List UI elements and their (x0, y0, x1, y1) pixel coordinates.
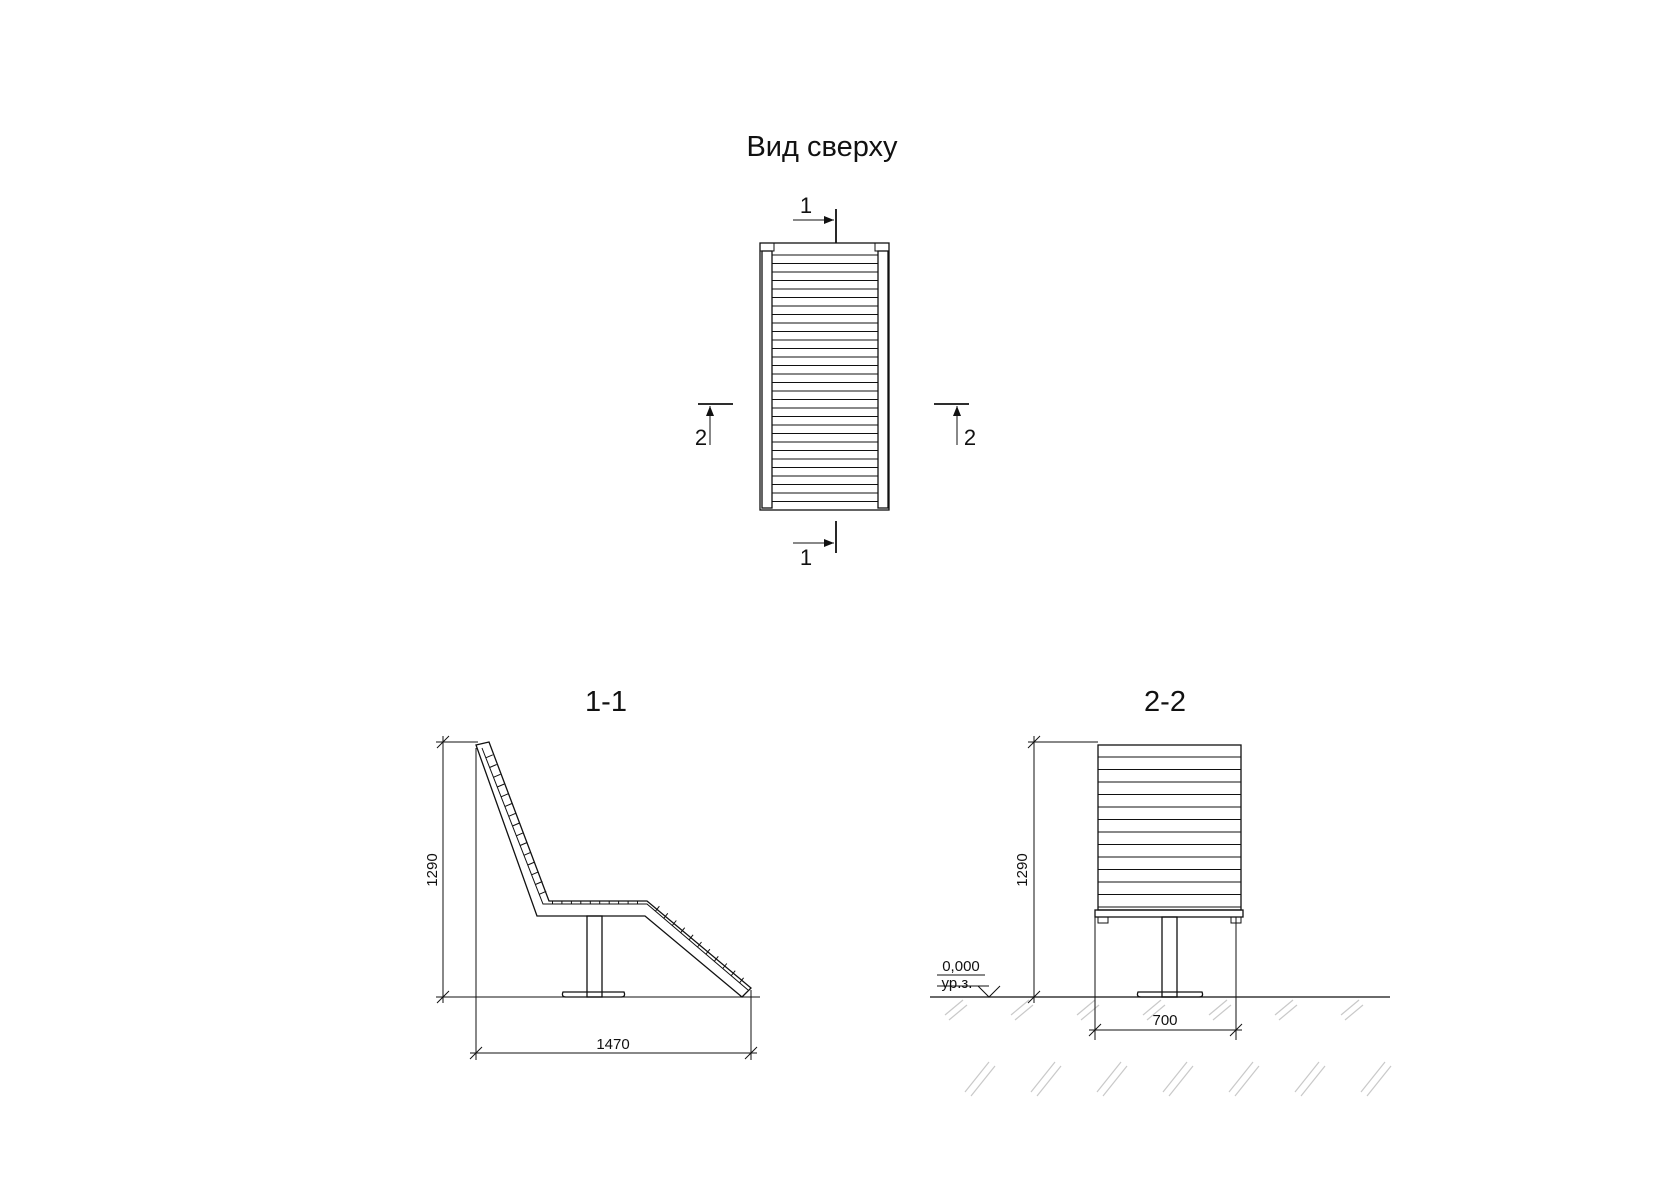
section-mark-1-bottom: 1 (793, 521, 837, 570)
section-mark-1-top: 1 (793, 193, 837, 243)
section-mark-2-left: 2 (695, 403, 733, 450)
slat-tick (535, 881, 543, 885)
hatch-line (1168, 1065, 1194, 1097)
section-mark-2-right-label: 2 (964, 425, 976, 450)
top-view-bench (759, 242, 890, 511)
front-view-slats (1098, 756, 1241, 908)
slat-tick (508, 812, 516, 817)
hatch-line (1076, 999, 1096, 1016)
slat-tick (523, 851, 532, 856)
slat-tick (680, 927, 686, 934)
slat-tick (489, 764, 497, 768)
hatch-line (1360, 1061, 1386, 1093)
ground-level-mark: 0,000 ур.з. (937, 958, 1001, 998)
lounger-profile-outer (475, 741, 752, 998)
slat-tick (730, 970, 736, 977)
ground-hatching (944, 999, 1392, 1097)
slat-tick (722, 963, 728, 969)
slat-tick (497, 783, 505, 788)
section-mark-1-bottom-label: 1 (800, 545, 812, 570)
ground (930, 996, 1392, 1097)
hatch-line (1080, 1004, 1100, 1021)
hatch-line (1030, 1061, 1056, 1093)
support-pillar (586, 915, 603, 998)
hatch-line (1146, 1004, 1166, 1021)
slat-tick (713, 955, 719, 962)
slat-tick (655, 905, 660, 912)
section-1-1-title: 1-1 (585, 686, 627, 718)
slat-tick (512, 822, 520, 827)
top-view-slats (772, 254, 878, 502)
hatch-line (1274, 999, 1294, 1016)
lounger-slats (485, 754, 744, 984)
dimension-height-1-1: 1290 (424, 735, 478, 1004)
hatch-line (1212, 1004, 1232, 1021)
slat-tick (516, 832, 524, 837)
dimension-length-1-1-value: 1470 (596, 1036, 629, 1053)
ground-level-label: ур.з. (942, 975, 973, 992)
slat-tick (485, 754, 493, 759)
hatch-line (1102, 1065, 1128, 1097)
slat-tick (688, 934, 694, 941)
ground-level-value: 0,000 (942, 958, 980, 975)
slat-tick (527, 861, 535, 866)
hatch-line (1366, 1065, 1392, 1097)
slat-tick (500, 793, 509, 798)
slat-tick (504, 803, 513, 807)
slat-tick (539, 890, 547, 895)
slat-tick (663, 912, 669, 919)
hatch-line (1294, 1061, 1320, 1093)
hatch-line (1340, 999, 1360, 1016)
slat-tick (531, 871, 539, 876)
section-2-2-title: 2-2 (1144, 686, 1186, 718)
hatch-line (1228, 1061, 1254, 1093)
hatch-line (1010, 999, 1030, 1016)
dimension-height-1-1-value: 1290 (424, 853, 441, 886)
hatch-line (964, 1061, 990, 1093)
slat-tick (493, 773, 501, 778)
hatch-line (944, 999, 964, 1016)
hatch-line (1162, 1061, 1188, 1093)
hatch-line (1014, 1004, 1034, 1021)
dimension-width-2-2: 700 (1088, 917, 1243, 1040)
dimension-height-2-2: 1290 (1014, 735, 1098, 1004)
hatch-line (1300, 1065, 1326, 1097)
top-view-title: Вид сверху (746, 131, 898, 163)
section-mark-1-top-label: 1 (800, 193, 812, 218)
support-pillar-front (1161, 916, 1178, 998)
slat-tick (697, 941, 702, 948)
slat-tick (519, 842, 528, 846)
base-plate (561, 991, 626, 998)
hatch-line (970, 1065, 996, 1097)
hatch-line (1036, 1065, 1062, 1097)
dimension-width-2-2-value: 700 (1152, 1012, 1177, 1029)
hatch-line (1278, 1004, 1298, 1021)
hatch-line (948, 1004, 968, 1021)
base-plate-front (1136, 991, 1204, 998)
slat-tick (705, 948, 711, 955)
hatch-line (1142, 999, 1162, 1016)
hatch-line (1234, 1065, 1260, 1097)
slat-tick (671, 920, 677, 926)
dimension-height-2-2-value: 1290 (1014, 853, 1031, 886)
hatch-line (1344, 1004, 1364, 1021)
section-2-2-bench (1094, 744, 1244, 998)
slat-tick (739, 977, 744, 984)
hatch-line (1096, 1061, 1122, 1093)
section-mark-2-left-label: 2 (695, 425, 707, 450)
section-mark-2-right: 2 (934, 403, 976, 450)
dimension-length-1-1: 1470 (469, 748, 758, 1060)
hatch-line (1208, 999, 1228, 1016)
section-1-1-bench (440, 741, 760, 998)
